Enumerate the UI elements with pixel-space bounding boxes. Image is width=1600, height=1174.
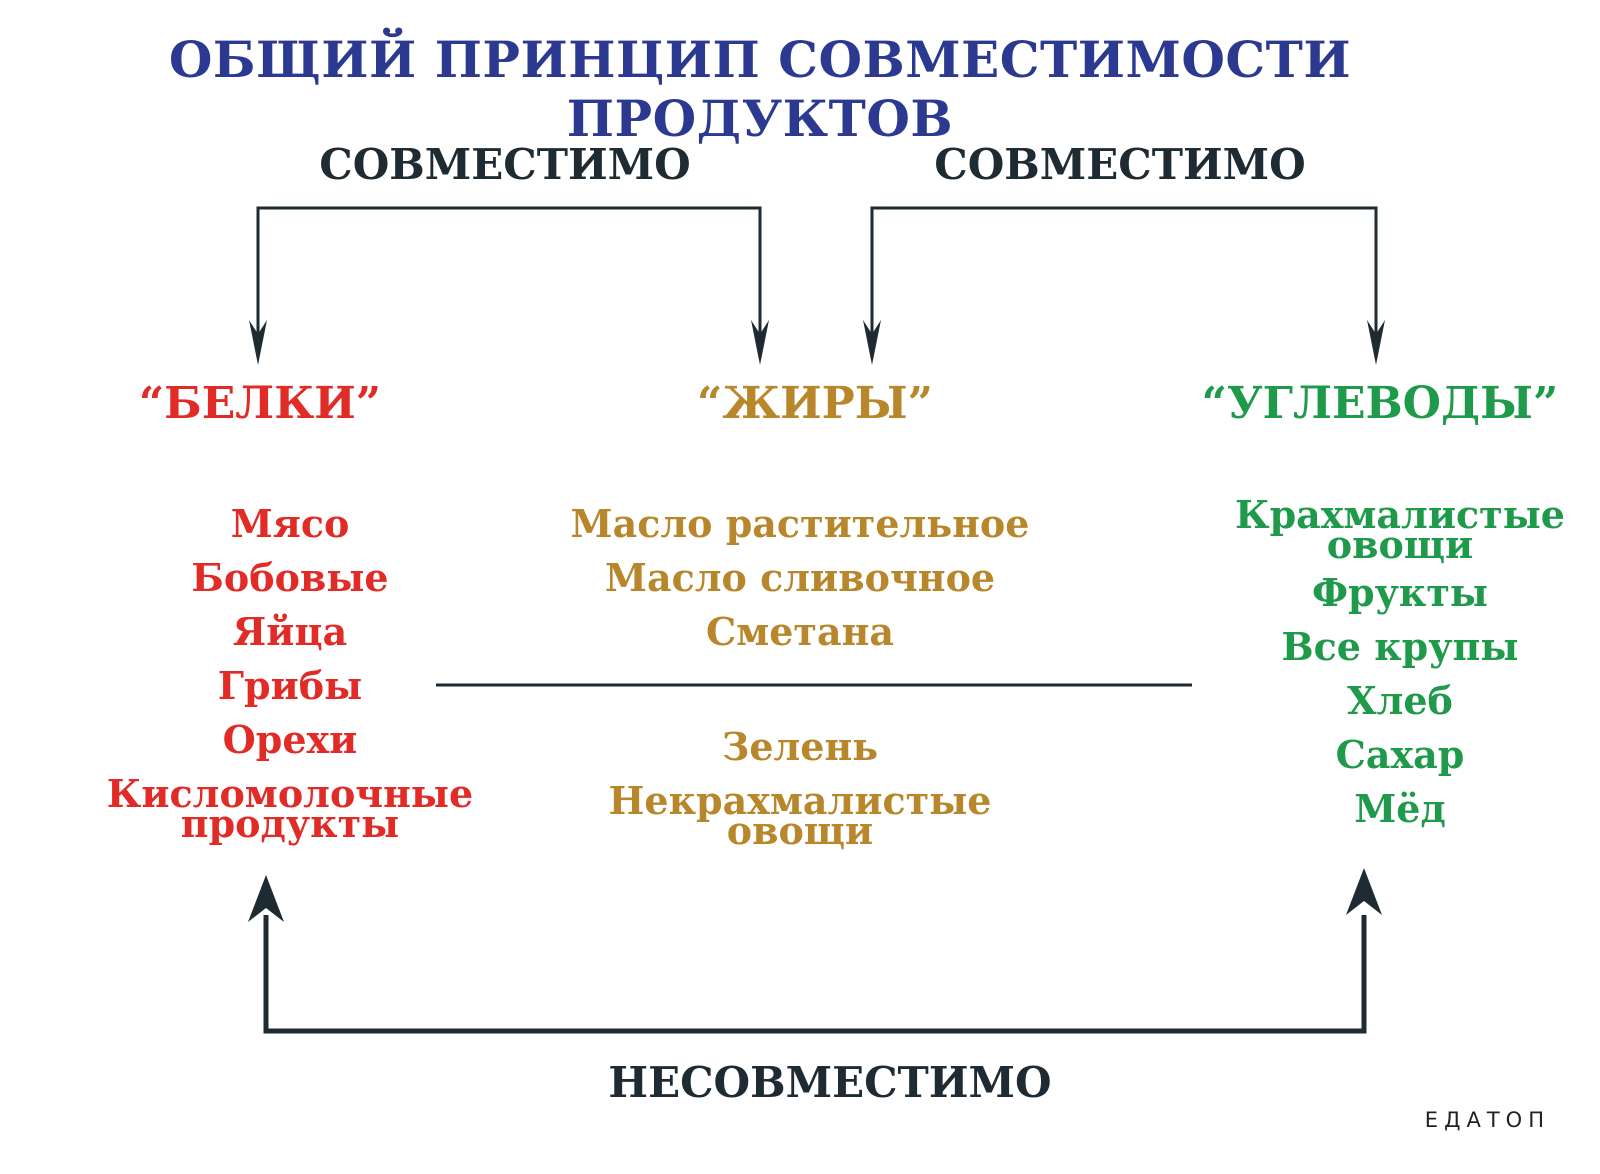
list-item-multiline: Крахмалистые овощи (1140, 492, 1600, 567)
compatible-label-right: СОВМЕСТИМО (934, 140, 1306, 189)
compatible-right-connector (870, 206, 1378, 338)
neutral-list: Зелень Некрахмалистые овощи (540, 720, 1060, 853)
brand-watermark: ЕДАТОП (1424, 1108, 1550, 1132)
list-item: Мёд (1354, 786, 1446, 831)
carbs-list: Крахмалистые овощи Фрукты Все крупы Хлеб… (1140, 492, 1600, 836)
list-item: Орехи (222, 717, 358, 762)
list-item-multiline: Некрахмалистые овощи (540, 778, 1060, 853)
list-item: Хлеб (1347, 678, 1453, 723)
list-item: Яйца (232, 609, 348, 654)
list-item-multiline: Кисломолочные продукты (30, 771, 550, 846)
category-fats-label: “ЖИРЫ” (697, 378, 933, 429)
list-item-line: Крахмалистые (1235, 492, 1565, 537)
list-item-line: продукты (180, 801, 400, 846)
fats-list: Масло растительное Масло сливочное Смета… (540, 497, 1060, 659)
list-item: Фрукты (1311, 570, 1489, 615)
incompatible-connector (263, 915, 1367, 1034)
arrow-down-fats-right (863, 320, 881, 365)
list-item-line: Некрахмалистые (608, 778, 992, 823)
incompatible-label: НЕСОВМЕСТИМО (608, 1058, 1052, 1107)
list-item: Грибы (217, 663, 363, 708)
list-item-line: овощи (726, 808, 874, 853)
list-item-line: овощи (1326, 522, 1474, 567)
list-item: Бобовые (191, 555, 389, 600)
arrow-down-fats-left (751, 320, 769, 365)
compatible-label-left: СОВМЕСТИМО (319, 140, 691, 189)
list-item: Масло сливочное (604, 555, 996, 600)
arrow-down-carbs (1367, 320, 1385, 365)
proteins-list: Мясо Бобовые Яйца Грибы Орехи Кисломолоч… (30, 497, 550, 846)
arrow-up-proteins (248, 875, 284, 922)
list-item: Зелень (721, 724, 879, 769)
list-item: Масло растительное (570, 501, 1030, 546)
list-item-line: Кисломолочные (106, 771, 474, 816)
page-title: ОБЩИЙ ПРИНЦИП СОВМЕСТИМОСТИ ПРОДУКТОВ (168, 30, 1352, 148)
arrow-up-carbs (1346, 868, 1382, 915)
category-proteins-label: “БЕЛКИ” (138, 378, 382, 429)
arrow-down-proteins (249, 320, 267, 365)
compatible-left-connector (256, 206, 762, 338)
list-item: Сахар (1335, 732, 1465, 777)
category-carbs-label: “УГЛЕВОДЫ” (1201, 378, 1559, 429)
list-item: Мясо (230, 501, 350, 546)
list-item: Все крупы (1281, 624, 1519, 669)
list-item: Сметана (705, 609, 895, 654)
